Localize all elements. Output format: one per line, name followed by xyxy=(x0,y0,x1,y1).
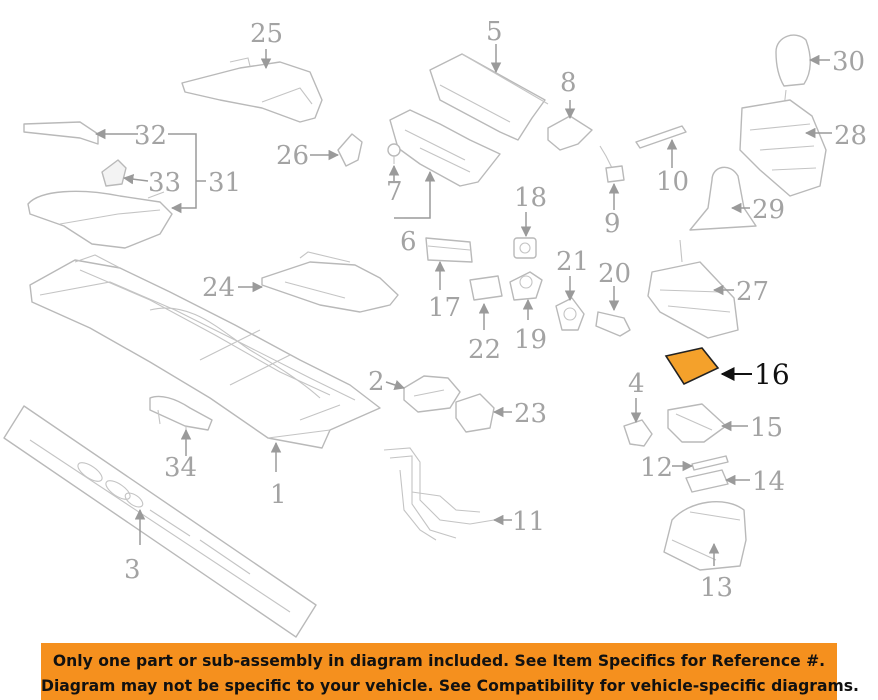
callout-23: 23 xyxy=(514,399,547,429)
callout-32: 32 xyxy=(134,121,167,151)
callout-11: 11 xyxy=(512,507,545,537)
callout-33: 33 xyxy=(148,168,181,198)
callout-34: 34 xyxy=(164,453,197,483)
callout-28: 28 xyxy=(834,121,867,151)
part-6-armrest-base xyxy=(389,109,501,187)
callout-21: 21 xyxy=(556,247,589,277)
notice-banner: Only one part or sub-assembly in diagram… xyxy=(41,643,859,700)
part-28-shifter-assembly xyxy=(739,89,827,197)
part-34-trim-piece xyxy=(149,395,213,438)
callout-13: 13 xyxy=(700,573,733,603)
part-21-lighter-socket xyxy=(555,297,585,331)
part-10-strip xyxy=(635,125,687,149)
part-14-plate xyxy=(685,469,729,493)
callout-6: 6 xyxy=(400,227,417,257)
part-3-trim-strip xyxy=(3,405,317,638)
part-16-highlighted xyxy=(664,347,720,386)
part-4-sensor xyxy=(623,419,653,447)
callout-18: 18 xyxy=(514,183,547,213)
part-15-module xyxy=(667,403,727,443)
callout-8: 8 xyxy=(560,68,577,98)
callout-19: 19 xyxy=(514,325,547,355)
part-20-lighter xyxy=(595,311,631,337)
part-18-socket xyxy=(513,237,537,259)
part-9-sensor xyxy=(599,145,625,183)
part-8-bracket xyxy=(547,115,593,151)
part-2-cup-holder xyxy=(403,375,461,413)
part-17-switch xyxy=(425,237,473,263)
callout-7: 7 xyxy=(386,177,403,207)
part-12-strip xyxy=(691,455,729,471)
callout-25: 25 xyxy=(250,19,283,49)
callout-17: 17 xyxy=(428,293,461,323)
callout-9: 9 xyxy=(604,209,621,239)
callout-16: 16 xyxy=(754,358,790,391)
part-24-bezel xyxy=(261,251,399,313)
notice-line-2: Diagram may not be specific to your vehi… xyxy=(41,677,859,695)
callout-5: 5 xyxy=(486,17,503,47)
part-11-wiring-harness xyxy=(383,447,495,541)
part-23-switch xyxy=(455,393,495,433)
part-5-armrest-lid xyxy=(429,53,549,141)
part-29-shift-boot xyxy=(689,166,757,231)
part-26-knob xyxy=(337,133,363,167)
part-25-trim xyxy=(181,57,323,123)
part-7-screw xyxy=(387,143,401,164)
callout-4: 4 xyxy=(628,369,645,399)
callout-20: 20 xyxy=(598,259,631,289)
callout-14: 14 xyxy=(752,467,785,497)
callout-31: 31 xyxy=(208,168,241,198)
part-1-console-body xyxy=(29,254,381,449)
callout-2: 2 xyxy=(368,367,385,397)
callout-3: 3 xyxy=(124,555,141,585)
callout-26: 26 xyxy=(276,141,309,171)
part-22-switch xyxy=(469,275,503,301)
part-33-clip xyxy=(101,159,127,187)
callout-24: 24 xyxy=(202,273,235,303)
notice-line-1: Only one part or sub-assembly in diagram… xyxy=(52,652,826,670)
callout-22: 22 xyxy=(468,335,501,365)
callout-30: 30 xyxy=(832,47,865,77)
part-30-shift-knob xyxy=(775,34,811,87)
callout-1: 1 xyxy=(270,480,287,510)
callout-labels: 1 2 3 4 5 6 7 8 9 10 11 12 13 14 15 16 1… xyxy=(124,17,867,603)
callout-15: 15 xyxy=(750,413,783,443)
callout-10: 10 xyxy=(656,167,689,197)
callout-27: 27 xyxy=(736,277,769,307)
part-32-strip xyxy=(23,121,99,145)
parts-diagram: 1 2 3 4 5 6 7 8 9 10 11 12 13 14 15 16 1… xyxy=(3,17,867,638)
callout-12: 12 xyxy=(640,453,673,483)
part-19-socket xyxy=(509,271,543,301)
part-27-shifter-base xyxy=(647,239,739,339)
part-13-shifter-cover xyxy=(663,501,747,571)
part-31-cover xyxy=(27,190,173,249)
callout-29: 29 xyxy=(752,195,785,225)
